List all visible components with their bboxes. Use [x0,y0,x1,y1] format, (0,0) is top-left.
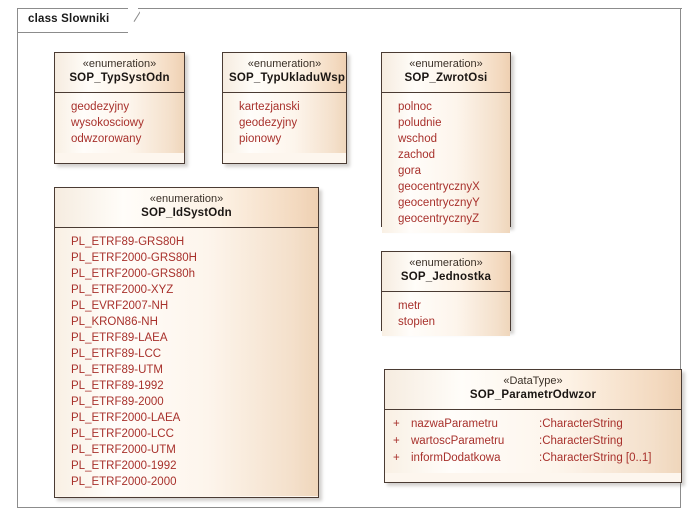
uml-literal: PL_ETRF2000-LAEA [71,412,181,424]
uml-literal: PL_ETRF89-1992 [71,380,164,392]
uml-class-sop-idsystodn[interactable]: «enumeration» SOP_IdSystOdn PL_ETRF89-GR… [54,187,319,498]
uml-stereotype: «enumeration» [409,257,483,269]
uml-literal: PL_ETRF89-LCC [71,348,162,360]
uml-literal: PL_EVRF2007-NH [71,300,169,312]
uml-literal: kartezjanski [239,101,300,113]
uml-literal: PL_KRON86-NH [71,316,158,328]
uml-class-sop-typukladuwsp[interactable]: «enumeration» SOP_TypUkladuWsp kartezjan… [222,52,347,164]
uml-stereotype: «DataType» [503,375,563,387]
uml-literal: PL_ETRF89-GRS80H [71,236,185,248]
uml-literal: geocentrycznyY [398,197,480,209]
uml-literal: poludnie [398,117,442,129]
uml-class-header: «DataType» SOP_ParametrOdwzor [385,370,681,410]
uml-literal: geodezyjny [239,117,298,129]
uml-class-header: «enumeration» SOP_TypSystOdn [55,53,184,93]
uml-literal: PL_ETRF2000-LCC [71,428,174,440]
diagram-frame: class Slowniki «enumeration» SOP_TypSyst… [17,7,682,508]
uml-class-header: «enumeration» SOP_Jednostka [382,252,510,292]
uml-attribute-type: :CharacterString [539,418,623,430]
uml-literal: PL_ETRF2000-UTM [71,444,176,456]
diagram-frame-title: class Slowniki [28,13,110,25]
uml-literal: PL_ETRF89-2000 [71,396,164,408]
uml-stereotype: «enumeration» [82,58,157,70]
uml-class-sop-zwrotosi[interactable]: «enumeration» SOP_ZwrotOsi polnoc poludn… [381,52,511,233]
uml-literal: zachod [398,149,436,161]
uml-attribute-visibility: + [393,418,400,430]
uml-literal: pionowy [239,133,282,145]
frame-tab-corner-icon [126,7,140,34]
uml-literal-compartment: metr stopien [382,292,510,336]
uml-class-name: SOP_TypSystOdn [69,72,170,84]
uml-attribute-name: wartoscParametru [411,435,505,447]
uml-literal-compartment: polnoc poludnie wschod zachod gora geoce… [382,93,510,233]
uml-literal: PL_ETRF2000-1992 [71,460,177,472]
uml-literal: PL_ETRF2000-XYZ [71,284,174,296]
uml-class-sop-typsystodn[interactable]: «enumeration» SOP_TypSystOdn geodezyjny … [54,52,185,164]
uml-literal: stopien [398,316,436,328]
uml-attribute-row: + nazwaParametru :CharacterString [385,416,681,433]
uml-attribute-name: nazwaParametru [411,418,498,430]
uml-literal: polnoc [398,101,432,113]
uml-literal: PL_ETRF89-LAEA [71,332,168,344]
uml-class-name: SOP_ZwrotOsi [404,72,488,84]
uml-attribute-row: + wartoscParametru :CharacterString [385,433,681,450]
uml-literal: odwzorowany [71,133,142,145]
uml-attribute-name: informDodatkowa [411,452,501,464]
uml-attribute-visibility: + [393,435,400,447]
frame-top-border [138,8,682,9]
uml-literal: geodezyjny [71,101,130,113]
uml-class-name: SOP_TypUkladuWsp [229,72,346,84]
uml-literal: geocentrycznyX [398,181,480,193]
uml-stereotype: «enumeration» [247,58,322,70]
uml-class-header: «enumeration» SOP_TypUkladuWsp [223,53,346,93]
uml-stereotype: «enumeration» [409,58,483,70]
uml-literal: PL_ETRF2000-GRS80h [71,268,196,280]
uml-class-name: SOP_Jednostka [400,271,492,283]
uml-literal: geocentrycznyZ [398,213,480,225]
uml-class-header: «enumeration» SOP_IdSystOdn [55,188,318,228]
uml-class-name: SOP_ParametrOdwzor [469,389,597,401]
diagram-frame-tab: class Slowniki [18,8,128,33]
uml-literal: wschod [398,133,437,145]
uml-class-sop-jednostka[interactable]: «enumeration» SOP_Jednostka metr stopien [381,251,511,336]
uml-class-sop-parametrodwzor[interactable]: «DataType» SOP_ParametrOdwzor + nazwaPar… [384,369,682,483]
uml-class-header: «enumeration» SOP_ZwrotOsi [382,53,510,93]
uml-attribute-row: + informDodatkowa :CharacterString [0..1… [385,450,681,467]
uml-attribute-type: :CharacterString [0..1] [539,452,652,464]
uml-attribute-type: :CharacterString [539,435,623,447]
uml-literal-compartment: PL_ETRF89-GRS80H PL_ETRF2000-GRS80H PL_E… [55,228,318,496]
uml-stereotype: «enumeration» [149,193,224,205]
uml-literal-compartment: kartezjanski geodezyjny pionowy [223,93,346,153]
uml-literal: gora [398,165,422,177]
uml-literal-compartment: geodezyjny wysokosciowy odwzorowany [55,93,184,153]
uml-attribute-compartment: + nazwaParametru :CharacterString + wart… [385,410,681,473]
uml-literal: wysokosciowy [71,117,144,129]
uml-literal: PL_ETRF89-UTM [71,364,164,376]
uml-literal: metr [398,300,421,312]
uml-attribute-visibility: + [393,452,400,464]
uml-literal: PL_ETRF2000-GRS80H [71,252,197,264]
uml-class-name: SOP_IdSystOdn [141,207,232,219]
uml-literal: PL_ETRF2000-2000 [71,476,177,488]
